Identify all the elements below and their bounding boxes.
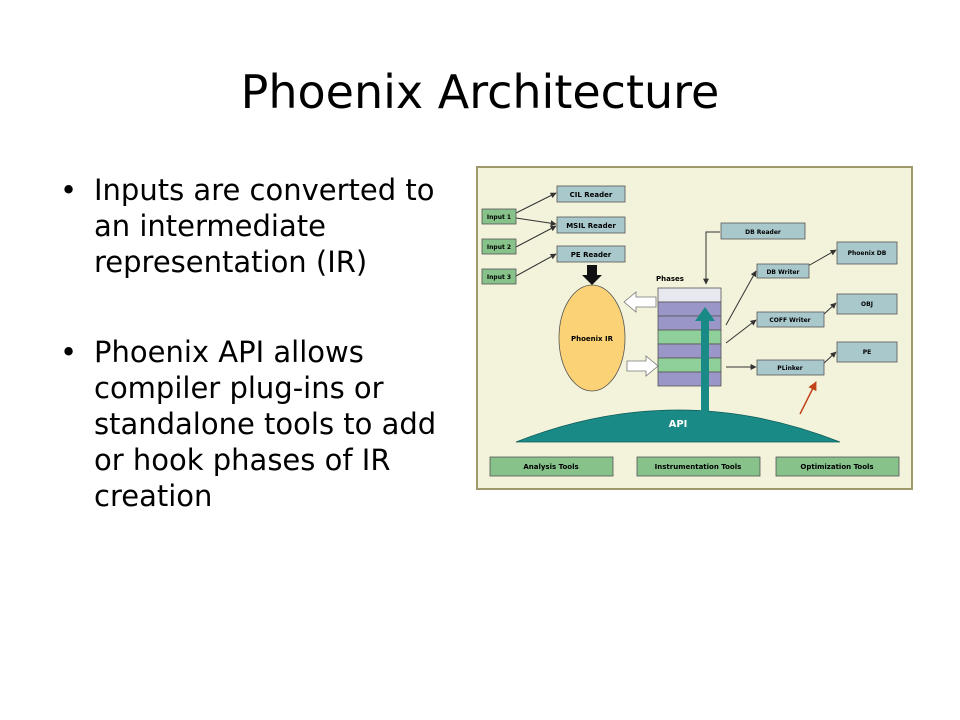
bullet-list: • Inputs are converted to an intermediat… xyxy=(56,172,456,568)
db-reader-box: DB Reader xyxy=(720,222,806,240)
edge-dbreader-phases xyxy=(703,231,720,285)
edge-input2-msil xyxy=(515,225,557,248)
edge-input1-cil xyxy=(515,192,557,214)
writer-label: COFF Writer xyxy=(769,317,810,324)
bullet-item: • Phoenix API allows compiler plug-ins o… xyxy=(56,334,456,514)
output-box: PE xyxy=(836,341,898,363)
writer-box: PLinker xyxy=(756,359,825,376)
db-reader-label: DB Reader xyxy=(745,229,781,236)
input-box: Input 3 xyxy=(481,268,517,285)
phoenix-ir: Phoenix IR xyxy=(558,284,626,392)
output-box: Phoenix DB xyxy=(836,241,898,265)
writer-label: PLinker xyxy=(777,365,802,372)
writer-box: COFF Writer xyxy=(756,311,825,328)
edge-plinker-pe xyxy=(822,351,837,365)
output-box: OBJ xyxy=(836,293,898,315)
writer-box: DB Writer xyxy=(756,263,810,279)
phoenix-ir-label: Phoenix IR xyxy=(571,335,614,343)
reader-box: CIL Reader xyxy=(556,185,626,203)
slide-title: Phoenix Architecture xyxy=(240,65,720,119)
diagram-canvas: Input 1 Input 2 Input 3 CIL Reader MSIL … xyxy=(481,185,900,477)
api-layer: API xyxy=(515,409,841,443)
api-up-arrow-icon xyxy=(695,307,715,416)
phase-slot xyxy=(657,357,722,373)
tool-box: Instrumentation Tools xyxy=(636,456,761,477)
phases-stack xyxy=(657,287,722,387)
input-box: Input 2 xyxy=(481,238,517,255)
input-label: Input 3 xyxy=(487,274,511,281)
edge-phases-dbwriter xyxy=(725,270,757,326)
reader-box: MSIL Reader xyxy=(556,216,626,234)
phase-slot xyxy=(657,329,722,345)
output-label: Phoenix DB xyxy=(848,250,887,257)
output-label: PE xyxy=(863,349,872,356)
phase-slot xyxy=(657,287,722,303)
bullet-text: Inputs are converted to an intermediate … xyxy=(94,173,435,279)
hook-arrow-icon xyxy=(799,381,817,415)
left-arrow-icon xyxy=(623,291,657,313)
input-label: Input 2 xyxy=(487,244,511,251)
bullet-marker: • xyxy=(60,173,78,207)
api-label: API xyxy=(669,419,688,430)
down-arrow-icon xyxy=(582,265,602,285)
output-label: OBJ xyxy=(861,301,873,308)
tool-label: Optimization Tools xyxy=(800,463,873,471)
input-box: Input 1 xyxy=(481,208,517,225)
reader-label: MSIL Reader xyxy=(566,222,616,230)
phase-slot xyxy=(657,371,722,387)
tool-label: Analysis Tools xyxy=(523,463,578,471)
edge-phases-coffwriter xyxy=(725,319,757,344)
right-arrow-icon xyxy=(626,355,659,377)
reader-label: PE Reader xyxy=(571,251,612,259)
architecture-diagram: Input 1 Input 2 Input 3 CIL Reader MSIL … xyxy=(476,166,913,490)
bullet-item: • Inputs are converted to an intermediat… xyxy=(56,172,456,280)
edge-dbwriter-phoenixdb xyxy=(807,249,837,267)
tool-box: Optimization Tools xyxy=(775,456,900,477)
bullet-text: Phoenix API allows compiler plug-ins or … xyxy=(94,335,437,513)
writer-label: DB Writer xyxy=(766,269,799,276)
reader-box: PE Reader xyxy=(556,245,626,263)
edge-input3-pe xyxy=(515,253,557,277)
phase-slot xyxy=(657,343,722,359)
phases-label: Phases xyxy=(656,275,684,283)
connector-lines xyxy=(515,192,837,370)
bullet-marker: • xyxy=(60,335,78,369)
phase-slot xyxy=(657,301,722,317)
tool-box: Analysis Tools xyxy=(489,456,614,477)
reader-label: CIL Reader xyxy=(570,191,613,199)
input-label: Input 1 xyxy=(487,214,511,221)
tool-label: Instrumentation Tools xyxy=(655,463,742,471)
edge-input1-msil xyxy=(515,217,557,227)
edge-coffwriter-obj xyxy=(822,302,837,316)
